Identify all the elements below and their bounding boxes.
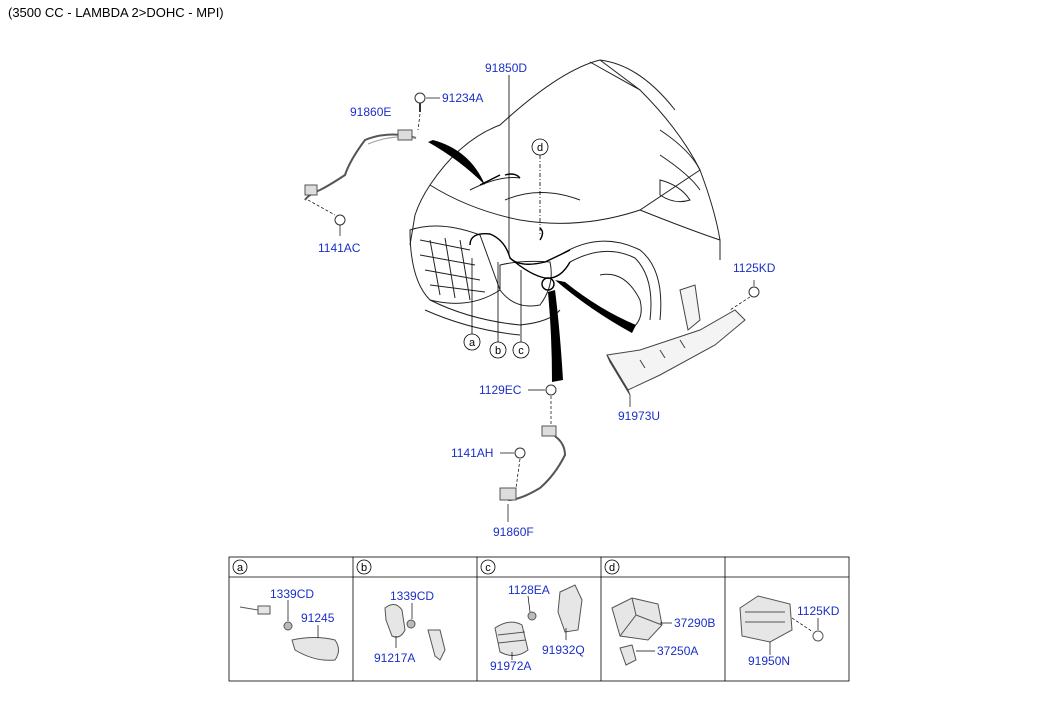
label-1128EA[interactable]: 1128EA — [508, 583, 550, 597]
part-91972A-drawing[interactable] — [494, 584, 583, 660]
wire-91860F[interactable] — [499, 425, 567, 522]
label-1125KD-table[interactable]: 1125KD — [797, 604, 840, 618]
label-1339CD-a[interactable]: 1339CD — [270, 587, 314, 601]
label-91860E[interactable]: 91860E — [350, 105, 391, 119]
svg-text:c: c — [485, 562, 491, 574]
wire-91860E[interactable] — [304, 129, 417, 201]
label-37250A[interactable]: 37250A — [657, 644, 698, 658]
pointer-wedges — [428, 140, 636, 382]
part-91950N-drawing[interactable] — [739, 595, 824, 655]
label-37290B[interactable]: 37290B — [674, 616, 715, 630]
label-91950N[interactable]: 91950N — [748, 654, 790, 668]
label-1129EC[interactable]: 1129EC — [479, 383, 522, 397]
bracket-91973U[interactable] — [606, 284, 746, 407]
label-91860F[interactable]: 91860F — [493, 525, 534, 539]
callout-d[interactable]: d — [531, 138, 549, 156]
label-91973U[interactable]: 91973U — [618, 409, 660, 423]
callout-c[interactable]: c — [512, 341, 530, 359]
svg-text:a: a — [469, 337, 476, 349]
label-91234A[interactable]: 91234A — [442, 91, 483, 105]
harness-on-vehicle — [469, 173, 571, 291]
callout-a[interactable]: a — [463, 333, 481, 351]
label-1141AH[interactable]: 1141AH — [451, 446, 493, 460]
bolt-1125KD-top[interactable] — [729, 280, 760, 311]
bolt-1141AC[interactable] — [307, 199, 346, 236]
label-91932Q[interactable]: 91932Q — [542, 643, 585, 657]
label-1125KD-top[interactable]: 1125KD — [733, 261, 776, 275]
svg-text:d: d — [609, 562, 615, 574]
label-1339CD-b[interactable]: 1339CD — [390, 589, 434, 603]
svg-text:b: b — [361, 562, 367, 574]
diagram-header: (3500 CC - LAMBDA 2>DOHC - MPI) — [8, 5, 224, 20]
label-91217A[interactable]: 91217A — [374, 651, 415, 665]
callout-b[interactable]: b — [489, 341, 507, 359]
svg-text:a: a — [237, 562, 244, 574]
svg-text:b: b — [495, 345, 501, 357]
svg-text:d: d — [537, 142, 543, 154]
table-header-a: a — [232, 559, 248, 575]
bolt-1141AH[interactable] — [500, 447, 526, 489]
label-91972A[interactable]: 91972A — [490, 659, 531, 673]
svg-text:c: c — [518, 345, 524, 357]
table-header-b: b — [356, 559, 372, 575]
table-header-c: c — [480, 559, 496, 575]
label-1141AC[interactable]: 1141AC — [318, 241, 361, 255]
label-91245[interactable]: 91245 — [301, 611, 335, 625]
part-91217A-drawing[interactable] — [384, 603, 446, 661]
bolt-1129EC[interactable] — [528, 384, 557, 426]
table-header-d: d — [604, 559, 620, 575]
detail-table — [228, 556, 850, 682]
vehicle-illustration — [409, 59, 721, 336]
part-37290B-drawing[interactable] — [611, 597, 672, 666]
vehicle-leaders — [471, 75, 541, 343]
label-91850D[interactable]: 91850D — [485, 61, 527, 75]
part-91245-drawing[interactable] — [239, 600, 339, 661]
bolt-91234A[interactable] — [414, 92, 440, 131]
